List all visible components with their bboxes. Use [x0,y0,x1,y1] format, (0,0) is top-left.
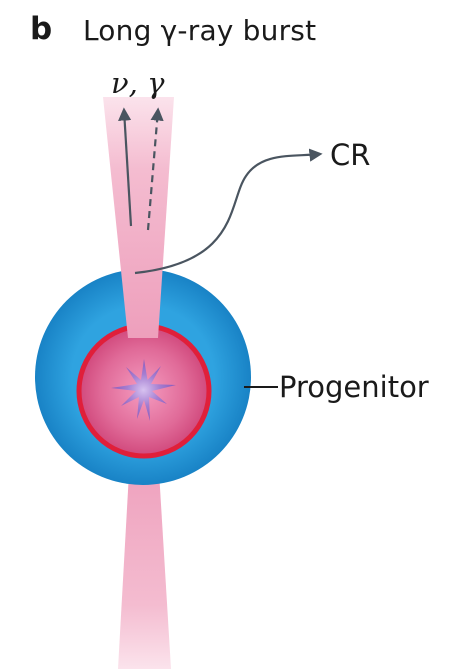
cosmic-ray-label: CR [330,141,370,170]
lower-jet [118,455,171,669]
particles-label: ν, γ [111,69,164,98]
progenitor-label: Progenitor [279,373,429,402]
